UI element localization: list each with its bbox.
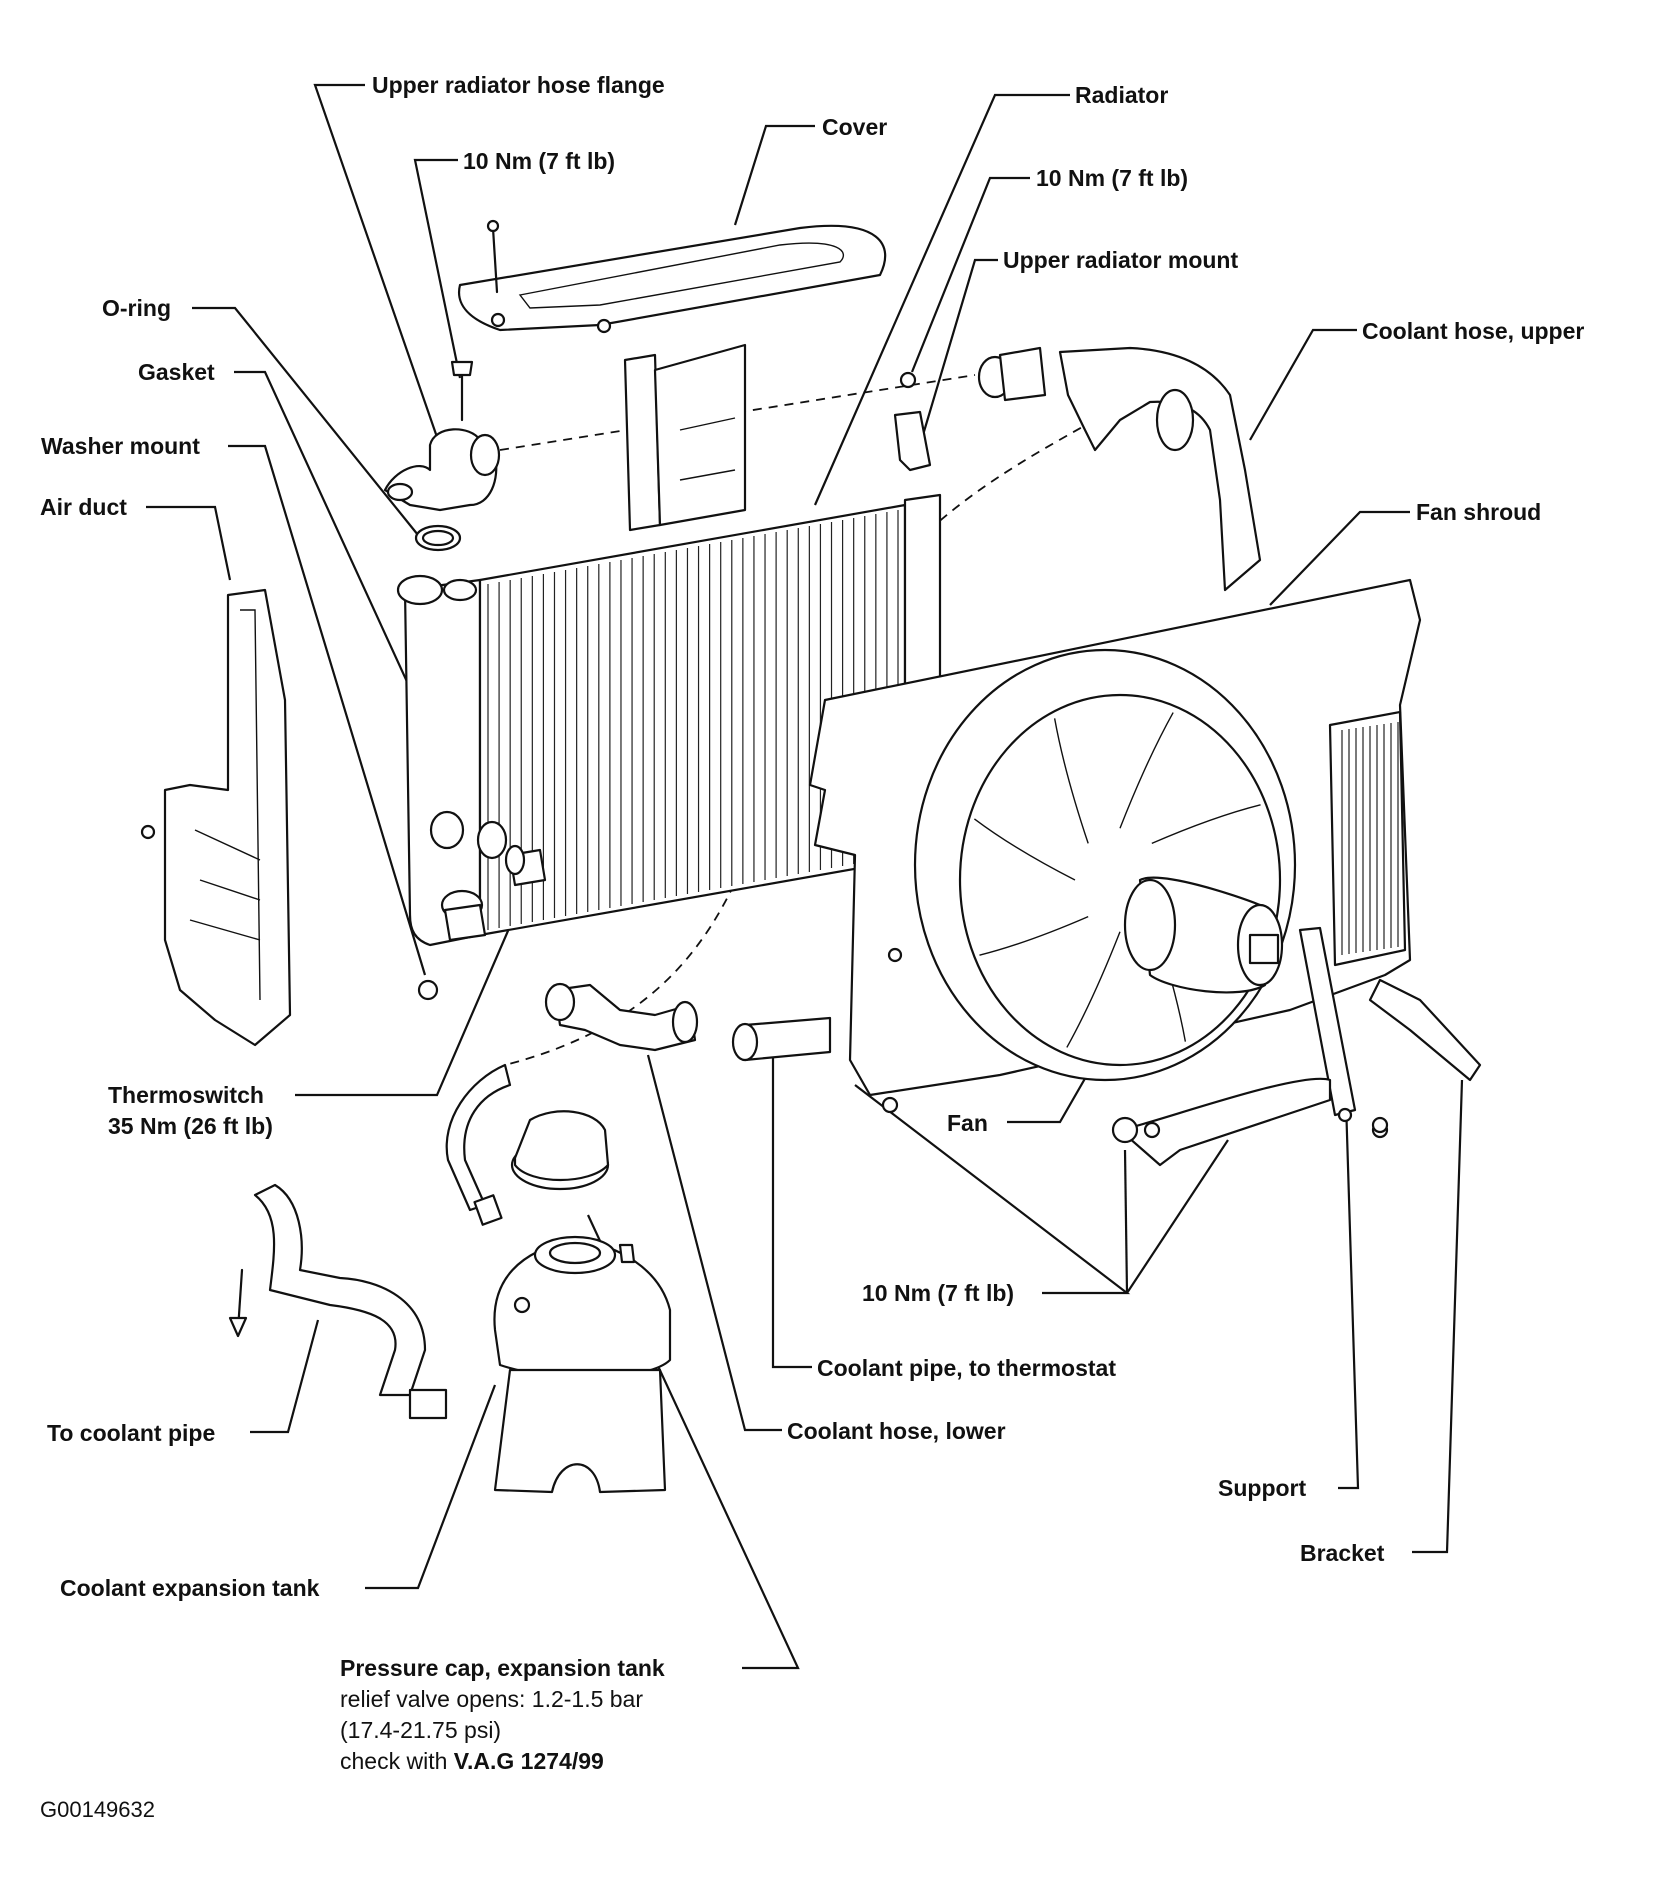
fasteners bbox=[417, 947, 1389, 1139]
coolant-pipe-thermostat-part bbox=[731, 1016, 832, 1062]
fan-part bbox=[973, 712, 1284, 1048]
label-coolant-pipe-to-thermostat: Coolant pipe, to thermostat bbox=[817, 1355, 1116, 1381]
label-gasket: Gasket bbox=[138, 359, 215, 385]
coolant-hose-lower-part bbox=[544, 982, 699, 1052]
label-washer-mount: Washer mount bbox=[41, 433, 200, 459]
cover-part bbox=[457, 219, 887, 334]
leader-bracket bbox=[1412, 1079, 1464, 1554]
fan-blade bbox=[1053, 718, 1089, 844]
leader-torque-fan-3 bbox=[1126, 1139, 1229, 1294]
label-pressure-cap-line3-prefix: check with bbox=[340, 1748, 454, 1774]
support-bracket-part bbox=[1111, 926, 1482, 1167]
label-pressure-cap-line1: relief valve opens: 1.2-1.5 bar bbox=[340, 1686, 644, 1712]
label-torque-mount: 10 Nm (7 ft lb) bbox=[1036, 165, 1189, 191]
shroud-grille bbox=[1341, 722, 1399, 955]
label-radiator: Radiator bbox=[1075, 82, 1169, 108]
leader-upper-mount bbox=[918, 258, 998, 446]
label-air-duct: Air duct bbox=[40, 494, 127, 520]
label-pressure-cap-line3: check with V.A.G 1274/99 bbox=[340, 1748, 604, 1774]
label-upper-radiator-hose-flange: Upper radiator hose flange bbox=[372, 72, 665, 98]
fan-blade bbox=[973, 818, 1076, 881]
label-fan-shroud: Fan shroud bbox=[1416, 499, 1542, 525]
leader-o-ring bbox=[192, 306, 419, 536]
label-bracket: Bracket bbox=[1300, 1540, 1385, 1566]
to-coolant-pipe-hose-part bbox=[228, 1183, 448, 1420]
leader-radiator bbox=[813, 93, 1070, 506]
leader-air-duct bbox=[146, 505, 232, 581]
leader-hose-upper bbox=[1249, 328, 1357, 441]
label-upper-radiator-mount: Upper radiator mount bbox=[1003, 247, 1239, 273]
label-cover: Cover bbox=[822, 114, 888, 140]
air-duct-part bbox=[140, 588, 292, 1047]
label-fan: Fan bbox=[947, 1110, 988, 1136]
leader-torque-mount bbox=[910, 176, 1030, 373]
leader-hose-lower bbox=[646, 1054, 782, 1432]
figure-id: G00149632 bbox=[40, 1797, 155, 1822]
air-guide-part bbox=[623, 343, 747, 532]
leader-expansion-tank bbox=[365, 1384, 497, 1590]
fan-blade bbox=[1119, 712, 1174, 829]
label-pressure-cap-line2: (17.4-21.75 psi) bbox=[340, 1717, 502, 1743]
leader-to-coolant-pipe bbox=[250, 1319, 320, 1434]
thermoswitch-part bbox=[504, 844, 547, 887]
upper-radiator-mount-part bbox=[893, 371, 932, 472]
leader-thermoswitch bbox=[295, 879, 532, 1097]
leader-torque-fan-2 bbox=[1123, 1149, 1129, 1294]
radiator-fins bbox=[487, 510, 899, 930]
leader-pipe-thermostat bbox=[771, 1035, 812, 1369]
label-pressure-cap-tool: V.A.G 1274/99 bbox=[453, 1748, 604, 1774]
label-pressure-cap-title: Pressure cap, expansion tank bbox=[340, 1655, 665, 1681]
expansion-tank-part bbox=[493, 1235, 672, 1494]
label-thermoswitch: Thermoswitch bbox=[108, 1082, 264, 1108]
leader-cover bbox=[733, 124, 815, 226]
fan-blade bbox=[979, 915, 1089, 956]
label-support: Support bbox=[1218, 1475, 1307, 1501]
leader-upper-hose-flange bbox=[313, 83, 440, 441]
label-coolant-expansion-tank: Coolant expansion tank bbox=[60, 1575, 320, 1601]
overflow-hose-part bbox=[445, 1063, 512, 1226]
label-to-coolant-pipe: To coolant pipe bbox=[47, 1420, 216, 1446]
label-thermoswitch-torque: 35 Nm (26 ft lb) bbox=[108, 1113, 273, 1139]
label-torque-cover: 10 Nm (7 ft lb) bbox=[463, 148, 616, 174]
label-torque-fan: 10 Nm (7 ft lb) bbox=[862, 1280, 1015, 1306]
coolant-hose-upper-part bbox=[977, 346, 1262, 592]
pressure-cap-part bbox=[510, 1110, 610, 1191]
leader-support bbox=[1338, 1069, 1360, 1490]
label-coolant-hose-upper: Coolant hose, upper bbox=[1362, 318, 1585, 344]
leader-gasket bbox=[234, 370, 476, 831]
leader-fan-shroud bbox=[1269, 510, 1410, 606]
leader-washer-mount bbox=[228, 444, 427, 976]
fan-blade bbox=[1066, 931, 1121, 1048]
leader-torque-cover bbox=[413, 158, 462, 379]
leader-torque-fan-1 bbox=[854, 1084, 1131, 1295]
radiator-part bbox=[396, 493, 942, 947]
label-o-ring: O-ring bbox=[102, 295, 171, 321]
fan-blade bbox=[1151, 804, 1261, 845]
label-coolant-hose-lower: Coolant hose, lower bbox=[787, 1418, 1006, 1444]
upper-hose-flange-part bbox=[383, 360, 501, 552]
